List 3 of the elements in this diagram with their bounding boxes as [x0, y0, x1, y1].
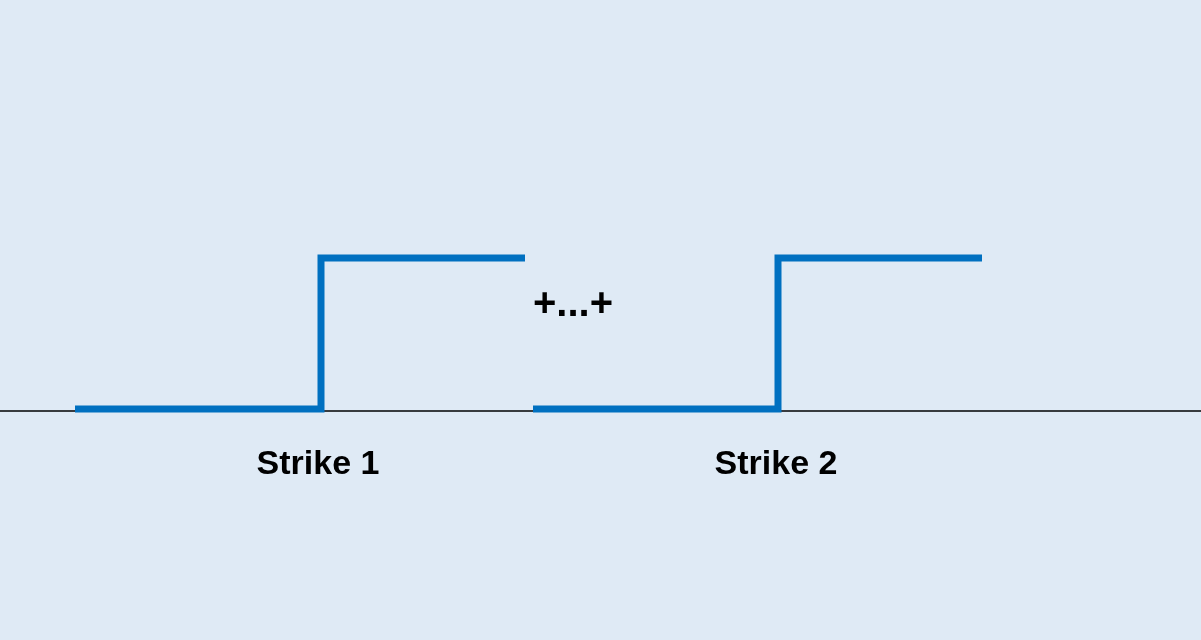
ellipsis-sum-label: +...+: [532, 282, 614, 322]
strike-label: Strike 1: [256, 445, 380, 479]
strike-label: Strike 2: [714, 445, 838, 479]
